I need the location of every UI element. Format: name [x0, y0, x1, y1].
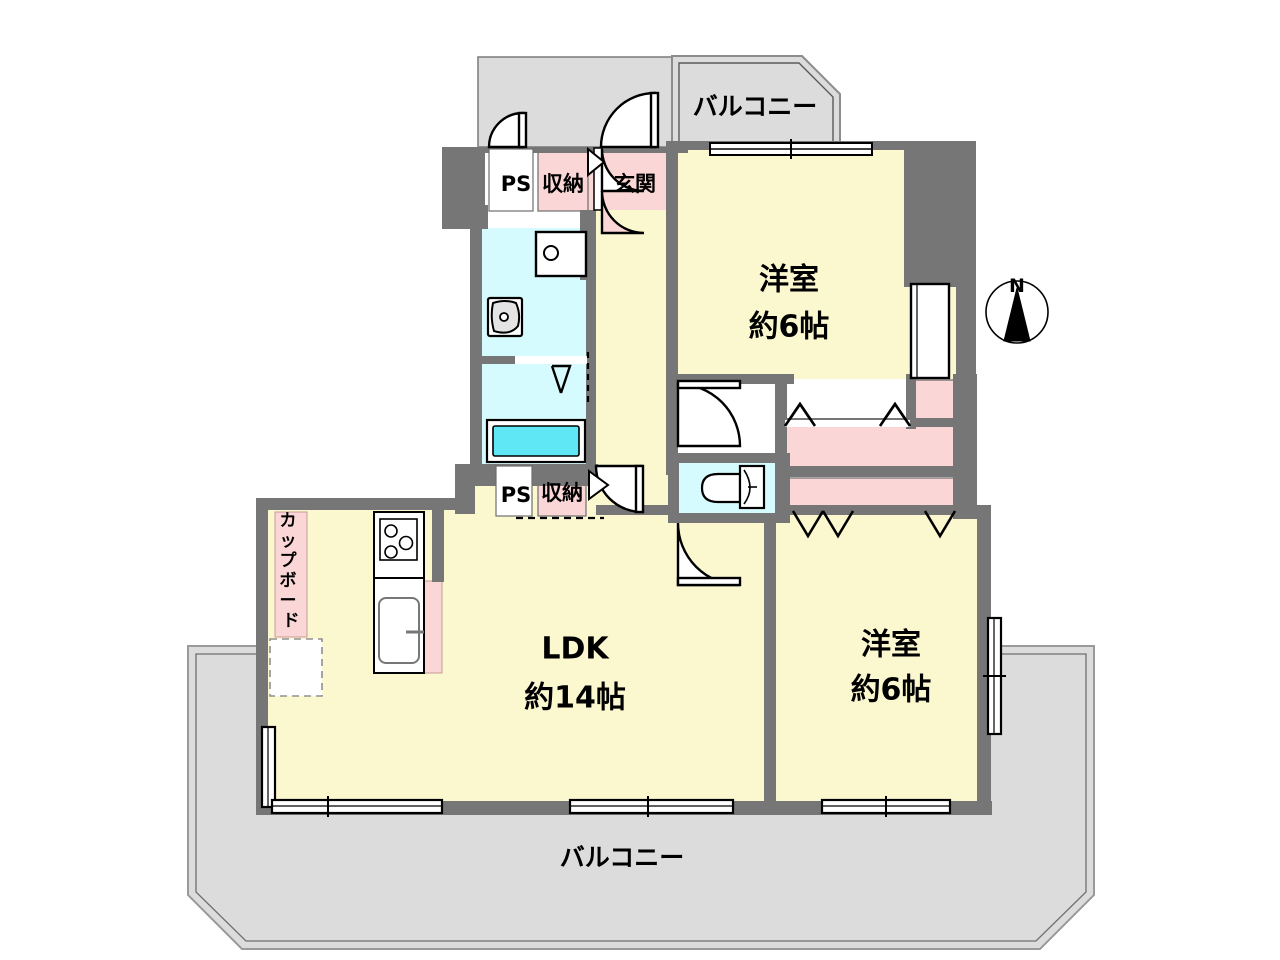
- kitchen-sink-icon: [373, 577, 425, 674]
- compass-north-label: N: [1009, 275, 1025, 297]
- label-bedroom-south-area: 約6帖: [851, 673, 932, 708]
- folding-closet-doors: [783, 401, 957, 539]
- bedroom-north-floor: [676, 147, 965, 379]
- bath-folding-door-icon: [515, 356, 587, 394]
- label-bedroom-north-area: 約6帖: [749, 310, 830, 345]
- compass-needle-north: [1003, 287, 1031, 342]
- bedroom-south-floor: [775, 513, 990, 811]
- room-labels: バルコニー PS 収納 玄関 洋室 約6帖 PS 収納 LDK 約14帖 洋室 …: [501, 92, 932, 872]
- door-swing-genkan-inner-top: [600, 148, 645, 193]
- window-bedroom-north-right: [909, 282, 951, 380]
- label-balcony-main: バルコニー: [560, 843, 685, 872]
- cupboard-unit: [274, 511, 308, 638]
- bathtub-icon: [485, 418, 587, 464]
- label-bedroom-south: 洋室: [861, 628, 921, 663]
- leaf-bedroom-north: [676, 379, 742, 390]
- window-bedroom-north-top: [709, 139, 873, 159]
- windows: [260, 139, 1006, 817]
- window-ldk-balcony-center: [568, 796, 735, 817]
- vanity-sink-icon: [486, 296, 524, 338]
- refrigerator-space-icon: [269, 638, 323, 697]
- door-swing-genkan-inner-bottom: [600, 190, 645, 235]
- ps-lower-box: [495, 465, 533, 517]
- label-cupboard-group: カ ッ プ ボ ー ド: [280, 511, 303, 631]
- ps-upper-box: [488, 148, 534, 212]
- compass-rose: N: [985, 275, 1049, 344]
- fold-south-3: [923, 510, 957, 539]
- slide-marker-lower-closet: [588, 469, 610, 501]
- door-leaf-lines: [517, 91, 742, 587]
- label-bedroom-north: 洋室: [759, 263, 819, 298]
- window-ldk-left: [260, 725, 277, 809]
- counter-dashed-marker: [516, 352, 604, 520]
- fold-south-2: [821, 510, 855, 539]
- label-closet-lower: 収納: [541, 481, 583, 505]
- label-ldk: LDK: [541, 632, 610, 667]
- window-bedroom-south-right: [983, 616, 1006, 736]
- kitchen-side-cabinet: [423, 580, 443, 674]
- label-ps-upper: PS: [501, 172, 532, 196]
- door-swings: [487, 91, 742, 587]
- window-bedroom-south-balcony: [820, 796, 952, 817]
- sliding-door-markers: [587, 146, 610, 501]
- walls: [256, 141, 992, 815]
- slide-marker-upper-closet: [587, 146, 606, 178]
- label-genkan: 玄関: [614, 172, 656, 196]
- label-cupboard: カ ッ プ ボ ー ド: [280, 511, 303, 631]
- washing-machine-icon: [534, 230, 588, 278]
- leaf-washroom: [634, 464, 645, 514]
- fold-south-1: [791, 510, 825, 539]
- closet-upper-entry: [537, 148, 589, 212]
- label-closet-upper: 収納: [542, 172, 584, 196]
- window-ldk-balcony-left: [270, 796, 444, 817]
- gas-stove-icon: [373, 511, 425, 579]
- leaf-genkan-outer: [649, 91, 660, 149]
- fixtures-group: [269, 230, 766, 697]
- toilet-icon: [700, 464, 766, 510]
- label-ps-lower: PS: [501, 483, 532, 507]
- leaf-ps-upper: [517, 111, 528, 149]
- leaf-toilet: [676, 576, 742, 587]
- label-ldk-area: 約14帖: [524, 681, 626, 716]
- label-balcony-upper: バルコニー: [693, 92, 818, 121]
- inner-hallway-floor: [588, 210, 676, 470]
- balcony-upper-area: [671, 55, 841, 148]
